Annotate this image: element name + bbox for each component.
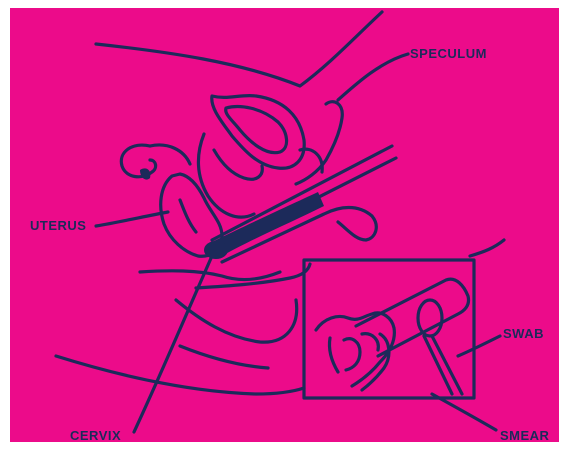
label-uterus: UTERUS <box>30 218 86 233</box>
magenta-panel <box>10 8 559 442</box>
label-smear: SMEAR <box>500 428 550 443</box>
label-swab: SWAB <box>503 326 544 341</box>
label-speculum: SPECULUM <box>410 46 487 61</box>
cervix-shape <box>204 241 228 259</box>
label-cervix: CERVIX <box>70 428 121 443</box>
